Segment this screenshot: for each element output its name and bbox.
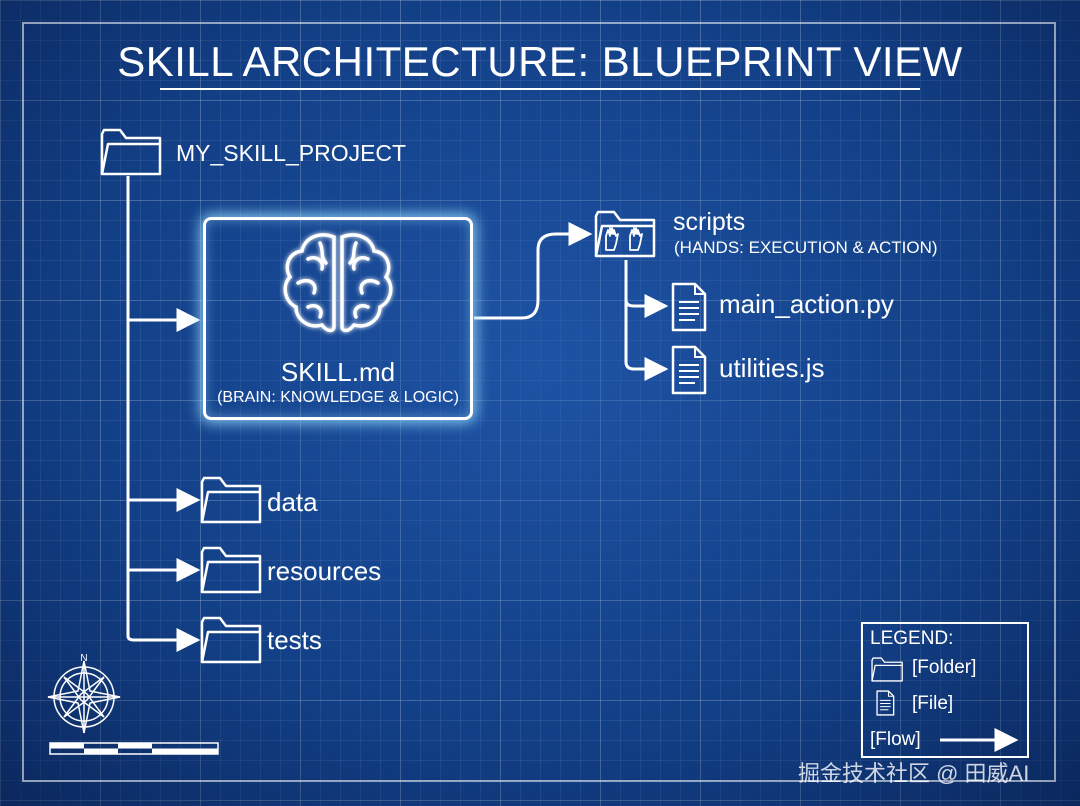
watermark-text: 掘金技术社区 @ 田威AI (798, 761, 1030, 786)
folder-data-label[interactable]: data (267, 487, 318, 517)
legend-folder-label: [Folder] (912, 657, 977, 678)
tree-connectors (126, 176, 669, 652)
hands-folder-icon (594, 210, 656, 258)
skill-md-subtitle: (BRAIN: KNOWLEDGE & LOGIC) (217, 389, 459, 406)
page-title: SKILL ARCHITECTURE: BLUEPRINT VIEW (117, 38, 963, 85)
folder-resources-label[interactable]: resources (267, 556, 382, 586)
scripts-folder-label[interactable]: scripts (673, 208, 746, 236)
folder-icon-data (200, 476, 262, 524)
legend-title: LEGEND: (870, 628, 954, 649)
compass-north-label: N (80, 653, 87, 664)
legend-box (861, 622, 1029, 758)
file-icon-utilities (671, 345, 707, 395)
scripts-folder-subtitle: (HANDS: EXECUTION & ACTION) (674, 238, 938, 257)
file-icon-main-action (671, 282, 707, 332)
legend-flow-label: [Flow] (870, 729, 921, 750)
file-utilities-label[interactable]: utilities.js (719, 353, 825, 383)
root-folder-icon (100, 128, 162, 176)
folder-tests-label[interactable]: tests (267, 625, 322, 655)
root-folder-label: MY_SKILL_PROJECT (176, 140, 407, 166)
skill-md-title: SKILL.md (280, 357, 396, 387)
scale-bar (49, 742, 219, 755)
brain-icon (283, 233, 393, 333)
compass-rose-icon (47, 660, 121, 734)
folder-icon-resources (200, 546, 262, 594)
folder-icon-tests (200, 616, 262, 664)
skill-md-card[interactable] (203, 217, 473, 420)
title-underline (160, 88, 920, 90)
legend-file-label: [File] (912, 693, 954, 714)
file-main-action-label[interactable]: main_action.py (719, 289, 894, 319)
blueprint-border (22, 22, 1056, 782)
